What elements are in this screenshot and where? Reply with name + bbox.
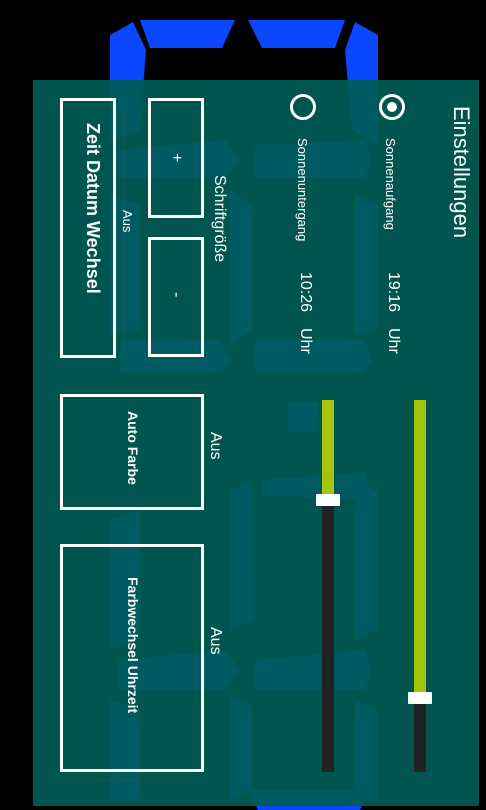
page-title: Einstellungen [449, 106, 474, 239]
slider-2-fill [414, 400, 426, 698]
toggle-date-label: Zeit Datum Wechsel [83, 123, 103, 294]
settings-panel [33, 80, 479, 806]
slider-2-thumb[interactable] [408, 692, 432, 704]
auto-color-state: Aus [207, 432, 224, 460]
sunset-time: 10:26 [297, 272, 314, 313]
toggle-date-state: Aus [120, 210, 135, 233]
font-size-label: Schriftgröße [211, 175, 228, 263]
sunset-radio[interactable] [290, 94, 316, 120]
digit-segment [248, 20, 345, 48]
sunrise-radio[interactable] [379, 94, 405, 120]
font-size-decrease-button[interactable]: - [148, 237, 204, 357]
sunset-unit: Uhr [297, 328, 314, 354]
radio-selected-dot [387, 102, 397, 112]
color-change-label: Farbwechsel Uhrzeit [125, 577, 141, 714]
color-change-state: Aus [207, 627, 224, 655]
minus-label: - [168, 292, 185, 298]
auto-color-button[interactable]: Auto Farbe [60, 394, 204, 510]
plus-label: + [168, 153, 185, 163]
slider-1-thumb[interactable] [316, 494, 340, 506]
toggle-date-button[interactable]: Zeit Datum Wechsel [60, 98, 116, 358]
slider-1-fill [322, 400, 334, 500]
color-change-button[interactable]: Farbwechsel Uhrzeit [60, 544, 204, 772]
auto-color-label: Auto Farbe [125, 411, 141, 485]
digit-segment [140, 20, 235, 48]
sunrise-time: 19:16 [385, 272, 402, 313]
sunrise-label: Sonnenaufgang [383, 138, 398, 230]
font-size-increase-button[interactable]: + [148, 98, 204, 218]
sunset-label: Sonnenuntergang [295, 138, 310, 242]
sunrise-unit: Uhr [385, 328, 402, 354]
